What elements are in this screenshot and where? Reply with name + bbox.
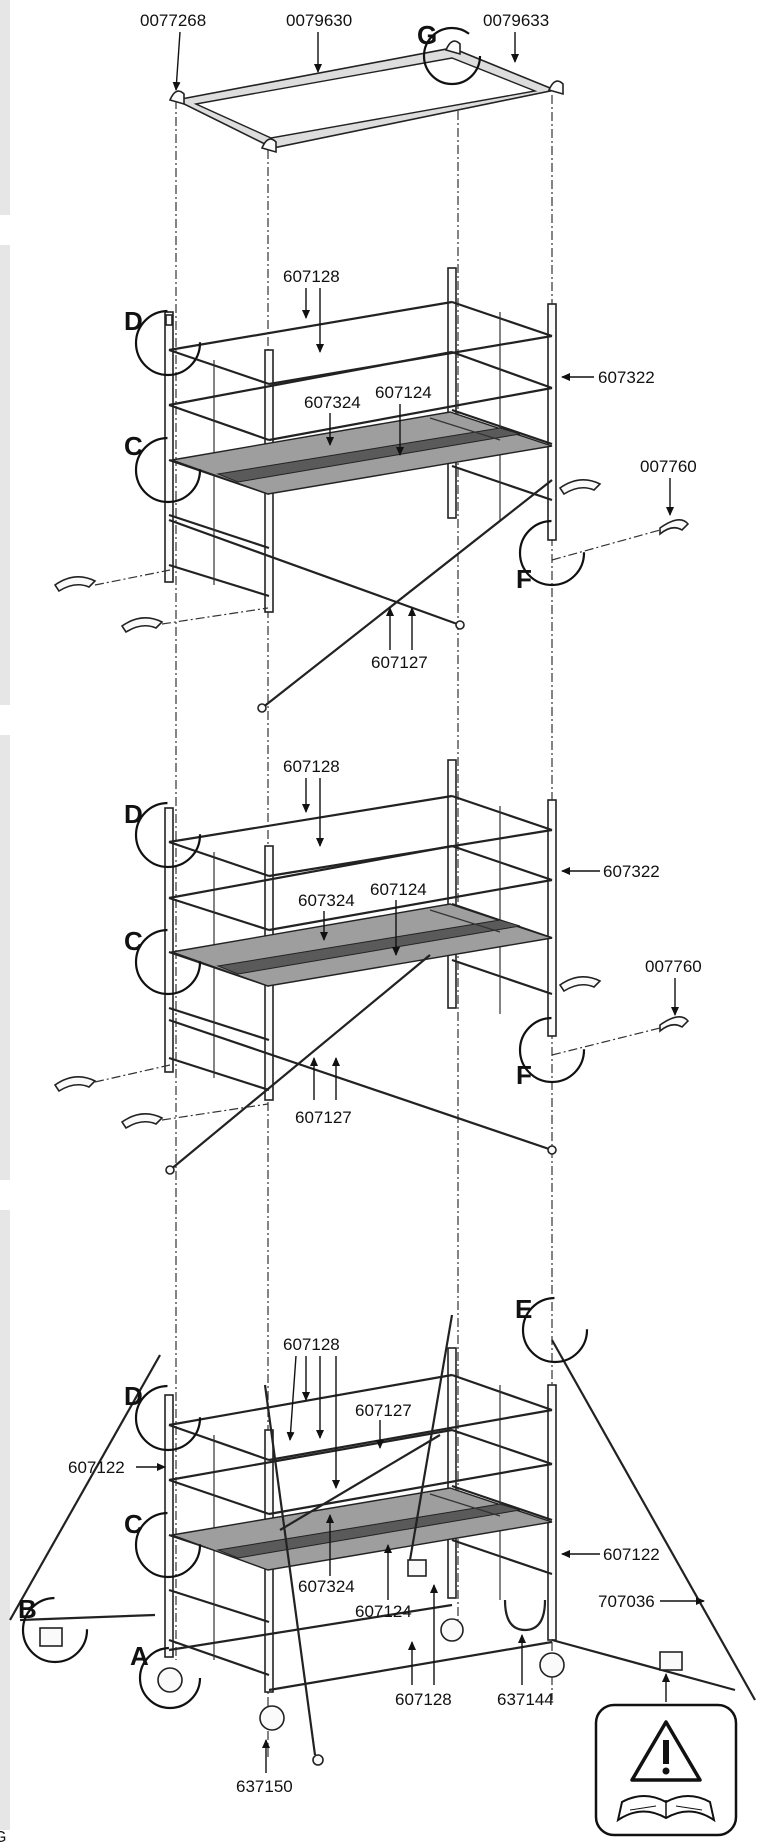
section-3-labels: 607128 607324 607124 607322 007760 60712…: [124, 757, 702, 1127]
detail-circle-c-s3: [134, 928, 202, 996]
top-labels: 0077268 0079630 0079633 G: [140, 11, 549, 91]
label-607324-s4: 607324: [298, 1577, 355, 1596]
label-607122-left: 607122: [68, 1458, 125, 1477]
label-607124-s2: 607124: [375, 383, 432, 402]
section-3-frame: [53, 759, 690, 1175]
label-607122-right: 607122: [603, 1545, 660, 1564]
label-607127-s4: 607127: [355, 1401, 412, 1420]
detail-circle-d-s3: [134, 801, 202, 869]
label-607127-s3: 607127: [295, 1108, 352, 1127]
section-2-labels: 607128 607324 607124 607322 007760 60712…: [124, 267, 697, 672]
margin-band-1: [0, 0, 10, 215]
section-4-labels: 607128 607127 607122 607122 607324 60712…: [18, 1294, 705, 1796]
detail-letter-g: G: [417, 20, 437, 50]
warning-manual-icon: [594, 1673, 738, 1837]
ballast-weight-left: [39, 1627, 63, 1647]
margin-band-4: [0, 1210, 10, 1830]
detail-circle-g: [422, 26, 482, 86]
label-0079630: 0079630: [286, 11, 352, 30]
detail-circle-f-s3: [518, 1016, 586, 1084]
label-607128-s3: 607128: [283, 757, 340, 776]
ballast-weight-right: [659, 1651, 683, 1671]
ballast-weight-mid: [407, 1559, 427, 1577]
detail-circle-c-s2: [134, 436, 202, 504]
label-607128-s2: 607128: [283, 267, 340, 286]
label-607322-s3: 607322: [603, 862, 660, 881]
section-4-frame: [9, 1314, 756, 1766]
label-007760-s2: 007760: [640, 457, 697, 476]
detail-letter-a: A: [130, 1641, 149, 1671]
detail-letter-d-s3: D: [124, 799, 143, 829]
label-607324-s2: 607324: [304, 393, 361, 412]
label-707036: 707036: [598, 1592, 655, 1611]
label-607128-bottom: 607128: [395, 1690, 452, 1709]
label-607128-s4: 607128: [283, 1335, 340, 1354]
detail-letter-f-s3: F: [516, 1060, 532, 1090]
label-637150: 637150: [236, 1777, 293, 1796]
detail-circle-b: [21, 1596, 89, 1664]
detail-circle-e: [521, 1296, 589, 1364]
section-2-frame: [53, 267, 690, 713]
detail-letter-d-s4: D: [124, 1381, 143, 1411]
detail-letter-c-s2: C: [124, 431, 143, 461]
margin-band-3: [0, 735, 10, 1180]
label-637144: 637144: [497, 1690, 554, 1709]
detail-letter-c-s3: C: [124, 926, 143, 956]
label-607127-s2: 607127: [371, 653, 428, 672]
label-607124-s4: 607124: [355, 1602, 412, 1621]
margin-band-2: [0, 245, 10, 705]
detail-letter-e: E: [515, 1294, 532, 1324]
castor-wheel-a: [157, 1667, 183, 1693]
label-607324-s3: 607324: [298, 891, 355, 910]
label-607124-s3: 607124: [370, 880, 427, 899]
label-0079633: 0079633: [483, 11, 549, 30]
label-007760-s3: 007760: [645, 957, 702, 976]
detail-circle-c-s4: [134, 1511, 202, 1579]
castor-wheel-rear: [440, 1618, 464, 1642]
edge-mark: G: [0, 1829, 6, 1845]
detail-letter-c-s4: C: [124, 1509, 143, 1539]
detail-letter-b: B: [18, 1594, 37, 1624]
castor-wheel-front: [259, 1705, 285, 1731]
label-0077268: 0077268: [140, 11, 206, 30]
detail-letter-f-s2: F: [516, 564, 532, 594]
detail-circle-d-s2: [134, 309, 202, 377]
detail-circle-f-s2: [518, 519, 586, 587]
label-607322-s2: 607322: [598, 368, 655, 387]
castor-wheel-right: [539, 1652, 565, 1678]
detail-circle-a: [138, 1646, 202, 1710]
detail-letter-d-s2: D: [124, 306, 143, 336]
top-rail-frame: [168, 40, 564, 154]
detail-circle-d-s4: [134, 1384, 202, 1452]
